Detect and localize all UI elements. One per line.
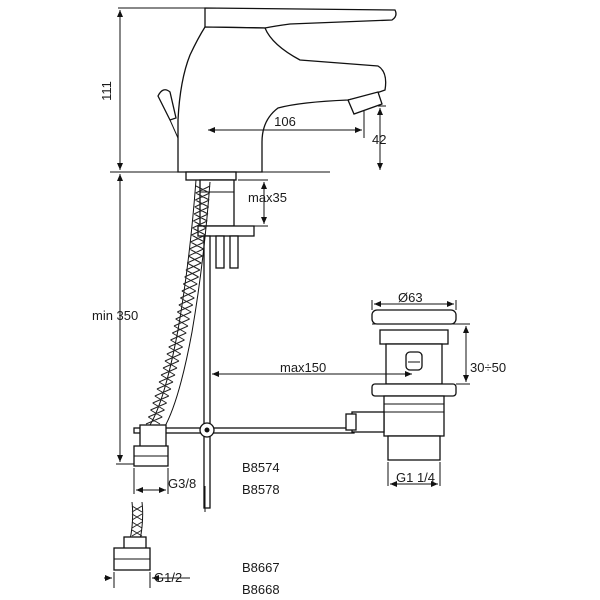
dim-spout-height: 42 [372, 132, 386, 147]
dim-max-below-deck: max35 [248, 190, 287, 205]
dim-waste-height: 30÷50 [470, 360, 506, 375]
code-set-a-2: B8578 [242, 482, 280, 497]
dimension-lines [104, 7, 470, 588]
dim-hose-thread-a: G3/8 [168, 476, 196, 491]
faucet-body [110, 7, 397, 181]
dim-waste-diameter: Ø63 [398, 290, 423, 305]
code-set-b-1: B8667 [242, 560, 280, 575]
pop-up-waste [345, 309, 457, 461]
dim-height-total: 111 [99, 81, 114, 101]
dim-hose-thread-b: G1/2 [154, 570, 182, 585]
dim-waste-thread: G1 1/4 [396, 470, 435, 485]
hose-detail-g12 [113, 501, 151, 571]
dim-min-hose: min 350 [92, 308, 138, 323]
dim-spout-reach: 106 [274, 114, 296, 129]
code-set-b-2: B8668 [242, 582, 280, 597]
dim-max-waste-reach: max150 [280, 360, 326, 375]
code-set-a-1: B8574 [242, 460, 280, 475]
braided-hose [133, 179, 211, 467]
hose-braid-pattern [145, 185, 211, 425]
